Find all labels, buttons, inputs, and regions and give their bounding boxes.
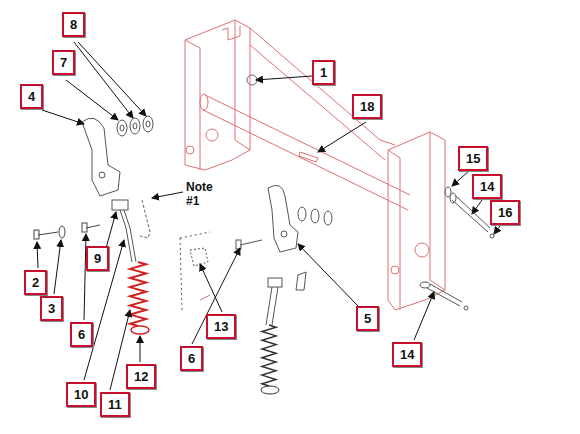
pins (420, 187, 494, 310)
callout-number: 14 (392, 342, 422, 367)
spring (262, 325, 276, 386)
frame (185, 20, 445, 310)
callout-number: 13 (206, 314, 236, 339)
callout-number: 6 (180, 346, 203, 371)
callout-number: 6 (70, 322, 93, 347)
spring-washer (261, 386, 279, 394)
note-text: Note #1 (186, 180, 222, 208)
callout-number: 9 (86, 246, 109, 271)
callout-number: 1 (312, 60, 335, 85)
callout-number: 3 (40, 296, 63, 321)
callout-number: 11 (100, 392, 130, 417)
callout-number: 4 (20, 84, 43, 109)
leader-lines (37, 42, 500, 390)
spring (130, 262, 146, 326)
washers (117, 116, 153, 136)
spring-washer (131, 326, 149, 334)
callout-number: 15 (458, 146, 488, 171)
callout-number: 14 (472, 174, 502, 199)
callout-number: 12 (126, 364, 156, 389)
rod (112, 200, 136, 262)
latch-lever (82, 118, 120, 196)
callout-number: 8 (62, 12, 85, 37)
callout-number: 16 (490, 200, 520, 225)
callout-number: 10 (66, 382, 96, 407)
callout-number: 18 (352, 94, 382, 119)
bolts (34, 223, 100, 239)
callout-number: 5 (356, 306, 379, 331)
callout-number: 2 (24, 270, 47, 295)
callout-number: 7 (52, 50, 75, 75)
cross-tube (200, 94, 410, 210)
